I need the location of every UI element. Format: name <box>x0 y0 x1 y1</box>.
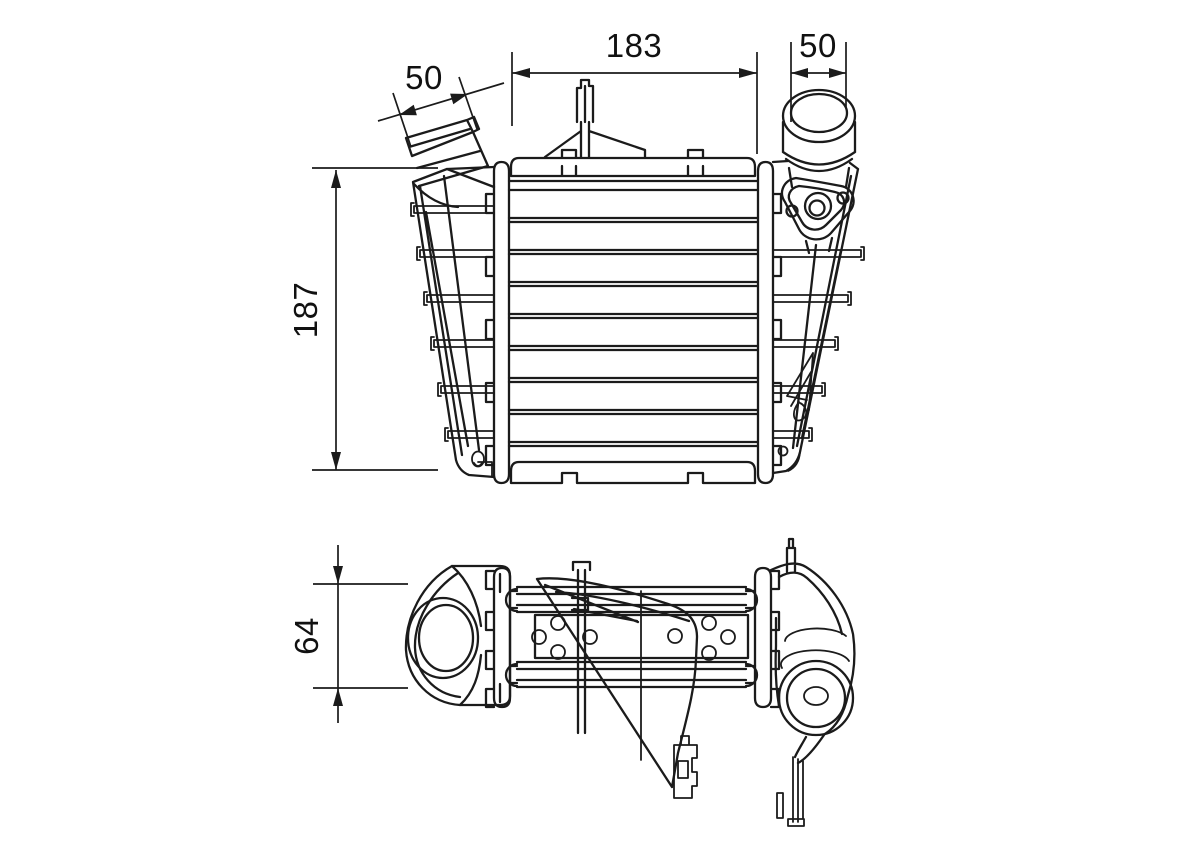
pipe-opening-inner <box>789 92 849 134</box>
dimension-right-port: 50 <box>790 27 847 122</box>
flange-ear-hole-left <box>785 204 799 218</box>
bv-right-port <box>769 537 856 827</box>
left-side-plate <box>484 160 511 485</box>
left-tank <box>411 165 496 479</box>
flange-ear-hole-right <box>836 191 850 205</box>
dim-187-lines <box>312 167 438 471</box>
bv-left-plate <box>484 566 512 709</box>
core-tubes <box>507 179 759 448</box>
dim-50r-arrow-right <box>829 68 846 78</box>
right-tank <box>771 159 860 475</box>
dim-64-arrow-top <box>333 566 343 584</box>
dim-50r-arrow-left <box>791 68 808 78</box>
dimension-left-port: 50 <box>377 59 505 148</box>
dim-50l-label: 50 <box>405 59 443 96</box>
bv-pipe-end-inner <box>785 667 847 729</box>
core-top-cap <box>509 148 757 178</box>
bv-tubes <box>504 585 759 689</box>
dim-183-label: 183 <box>606 27 663 64</box>
bottom-view <box>404 537 856 827</box>
dimension-core-height: 187 <box>287 167 438 471</box>
dimension-core-depth: 64 <box>288 545 408 723</box>
bv-port-bore-inner <box>417 603 475 673</box>
core-bottom-cap <box>509 460 757 485</box>
bv-plate-holes <box>531 615 736 661</box>
bv-right-plate <box>753 566 781 709</box>
dim-187-arrow-top <box>331 170 341 188</box>
right-tank-foot-hole <box>777 445 789 457</box>
dimension-core-width: 183 <box>511 27 758 154</box>
bv-sail-bracket <box>535 577 699 789</box>
right-tank-ribs <box>772 246 865 442</box>
dim-183-arrow-right <box>739 68 757 78</box>
bv-port-bore-outer <box>406 596 480 680</box>
dim-187-arrow-bottom <box>331 452 341 470</box>
dim-64-lines <box>313 545 408 723</box>
bv-right-tank-outline <box>769 537 856 765</box>
flange-boss-inner <box>808 199 826 217</box>
dimensions: 183 50 50 187 64 <box>287 27 847 723</box>
bv-pipe-end-outer <box>777 659 855 737</box>
dim-50r-label: 50 <box>799 27 837 64</box>
right-tank-bracket <box>786 352 814 472</box>
dim-64-label: 64 <box>288 617 325 655</box>
front-view <box>404 78 865 485</box>
dim-183-arrow-left <box>512 68 530 78</box>
bv-left-tank-outline <box>404 564 512 707</box>
right-side-plate <box>756 160 783 485</box>
dim-187-label: 187 <box>287 282 324 339</box>
bv-clip <box>673 735 698 799</box>
bv-pipe-bore <box>803 686 829 706</box>
bv-lower-bracket <box>776 756 805 827</box>
pipe-opening-outer <box>781 88 857 144</box>
bv-pipe-rings <box>780 627 850 669</box>
sensor-flange <box>780 176 855 255</box>
dim-50l-lines <box>377 76 505 148</box>
left-tank-ribs <box>410 202 495 442</box>
right-outlet-pipe <box>780 88 857 255</box>
dim-64-arrow-bottom <box>333 688 343 706</box>
left-tank-foot <box>471 450 493 477</box>
left-inlet-pipe <box>404 115 490 188</box>
dim-50l-arrow-right <box>450 93 468 105</box>
top-bracket-pin <box>543 78 647 159</box>
flange-boss-outer <box>803 191 833 221</box>
pipe-collar <box>781 120 857 189</box>
dim-183-lines <box>511 52 758 154</box>
bv-left-port <box>404 564 512 707</box>
dim-50l-arrow-left <box>399 104 417 116</box>
